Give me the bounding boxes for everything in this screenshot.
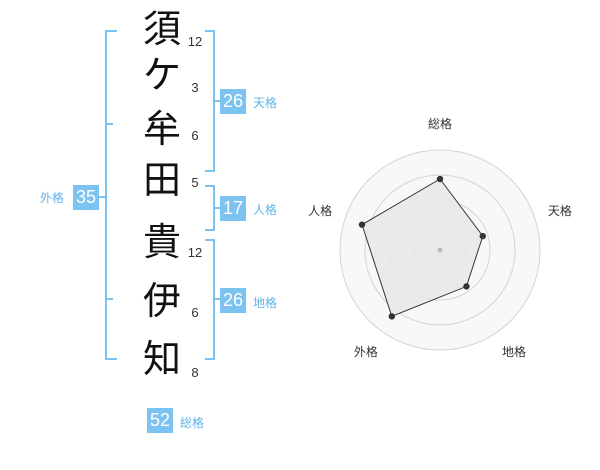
stroke-count-4: 5	[191, 175, 199, 190]
stroke-count-2: 3	[191, 80, 199, 95]
radar-point	[388, 313, 396, 320]
stroke-count-5: 12	[187, 245, 203, 260]
tenkaku-label: 天格	[253, 96, 278, 110]
stroke-count-3: 6	[191, 128, 199, 143]
jinkaku-badge: 17	[220, 196, 246, 221]
radar-center	[437, 247, 443, 253]
name-char-3: 牟	[142, 107, 181, 151]
stroke-count-1: 12	[187, 34, 203, 49]
jinkaku-label: 人格	[253, 203, 278, 217]
soukaku-badge: 52	[147, 408, 173, 433]
radar-axis-label: 天格	[548, 203, 572, 218]
radar-area	[361, 178, 484, 318]
name-char-2: ケ	[142, 53, 181, 97]
radar-point	[436, 175, 444, 183]
stroke-count-6: 6	[191, 305, 199, 320]
radar-point	[479, 232, 486, 240]
radar-axis-label: 外格	[354, 344, 378, 359]
radar-axis-label: 総格	[428, 116, 452, 131]
radar-point	[358, 221, 366, 228]
gaikaku-badge: 35	[73, 185, 99, 210]
radar-point	[463, 283, 470, 290]
name-char-1: 須	[142, 7, 181, 51]
radar-axis-label: 人格	[308, 203, 332, 218]
chikaku-label: 地格	[253, 296, 278, 310]
name-char-5: 貴	[142, 220, 181, 264]
name-char-4: 田	[142, 158, 181, 202]
tenkaku-badge: 26	[220, 89, 246, 114]
radar-axis-label: 地格	[502, 344, 526, 359]
gaikaku-label: 外格	[40, 191, 65, 205]
name-char-6: 伊	[142, 279, 181, 323]
chikaku-badge: 26	[220, 288, 246, 313]
soukaku-label: 総格	[180, 416, 205, 430]
name-char-7: 知	[142, 337, 181, 381]
stroke-count-7: 8	[191, 365, 199, 380]
